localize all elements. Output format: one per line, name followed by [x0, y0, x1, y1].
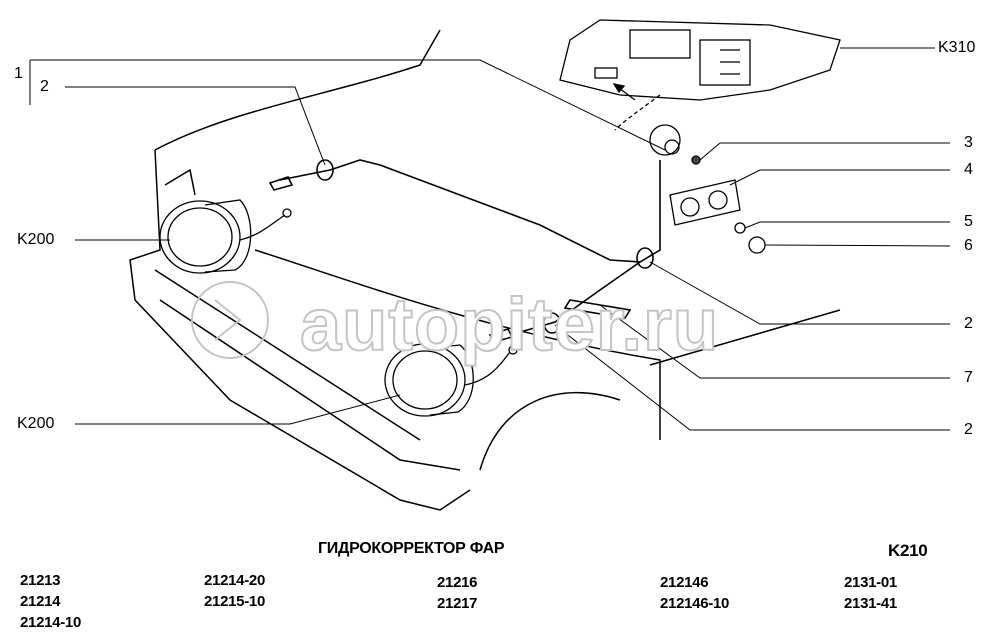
callout-6: 6	[964, 237, 973, 254]
model-code: 21216	[437, 574, 478, 591]
watermark-text: autopiter.ru	[299, 282, 720, 367]
model-code: 21214-20	[204, 572, 265, 589]
callout-3: 3	[964, 134, 973, 151]
diagram-title: ГИДРОКОРРЕКТОР ФАР	[318, 540, 505, 557]
callout-2-right: 2	[964, 315, 973, 332]
model-code: 2131-01	[844, 574, 897, 591]
model-code: 212146-10	[660, 595, 730, 612]
callout-1: 1	[14, 65, 23, 82]
car-body-outline	[129, 29, 841, 511]
callout-4: 4	[964, 161, 973, 178]
model-code: 21214	[20, 593, 61, 610]
model-code: 212146	[660, 574, 709, 591]
dashboard-drawing	[559, 19, 841, 131]
watermark-logo-icon	[191, 281, 269, 359]
diagram-code: K210	[888, 541, 928, 560]
headlight-top	[159, 199, 292, 274]
callout-5: 5	[964, 213, 973, 230]
hydraulic-lines	[268, 159, 661, 343]
callout-2-bottom: 2	[964, 421, 973, 438]
callout-k310: K310	[938, 39, 976, 56]
model-code: 21215-10	[204, 593, 265, 610]
headlight-bottom	[384, 343, 518, 417]
model-code: 21217	[437, 595, 478, 612]
callout-k200-top: K200	[17, 231, 55, 248]
leader-lines	[29, 47, 951, 431]
callout-k200-bottom: K200	[17, 415, 55, 432]
callout-7: 7	[964, 369, 973, 386]
model-code: 21214-10	[20, 614, 81, 631]
model-code: 2131-41	[844, 595, 897, 612]
model-code: 21213	[20, 572, 61, 589]
corrector-parts	[649, 124, 766, 254]
callout-2-top: 2	[40, 78, 49, 95]
